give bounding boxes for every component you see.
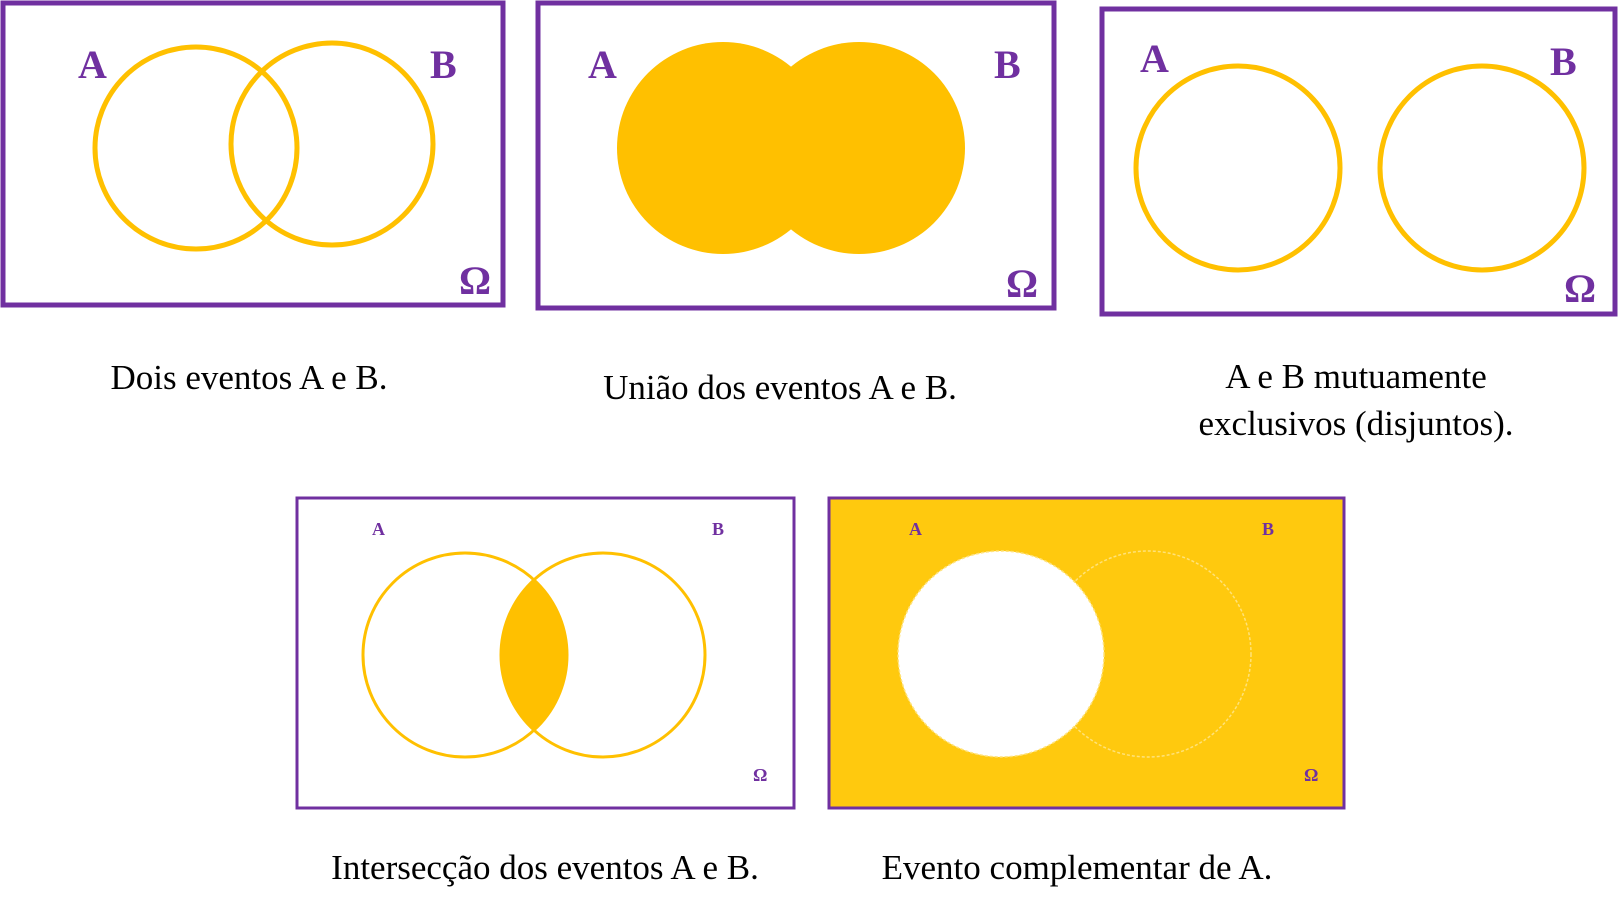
panel-mutually-exclusive: A B Ω	[1099, 6, 1618, 317]
set-b-circle	[499, 551, 707, 759]
universe-label: Ω	[1564, 266, 1596, 311]
set-a-hole	[898, 551, 1104, 757]
set-a-label: A	[372, 519, 385, 539]
caption-union: União dos eventos A e B.	[603, 368, 957, 407]
caption-two-events: Dois eventos A e B.	[110, 358, 387, 397]
set-b-label: B	[712, 519, 724, 539]
panel-union: A B Ω	[535, 0, 1057, 311]
universe-frame	[1099, 6, 1618, 317]
universe-label: Ω	[1304, 765, 1318, 785]
set-a-circle	[361, 551, 569, 759]
set-b-label: B	[430, 42, 457, 87]
set-b-filled	[753, 42, 965, 254]
set-b-label: B	[1550, 39, 1577, 84]
set-a-label: A	[909, 519, 922, 539]
caption-mutually-exclusive-line2: exclusivos (disjuntos).	[1199, 404, 1514, 443]
set-b-circle	[1377, 63, 1587, 273]
panel-intersection: A B Ω	[295, 496, 796, 810]
set-a-label: A	[78, 42, 107, 87]
panel-complement: A B Ω	[827, 496, 1346, 810]
universe-frame	[0, 0, 506, 308]
caption-intersection: Intersecção dos eventos A e B.	[331, 848, 759, 887]
universe-label: Ω	[459, 258, 491, 303]
universe-label: Ω	[1006, 261, 1038, 306]
set-a-circle	[1133, 63, 1343, 273]
set-a-label: A	[1140, 36, 1169, 81]
set-a-circle	[92, 44, 300, 252]
set-a-circle	[897, 550, 1105, 758]
set-b-label: B	[1262, 519, 1274, 539]
set-b-circle	[228, 40, 436, 248]
set-b-label: B	[994, 42, 1021, 87]
caption-mutually-exclusive-line1: A e B mutuamente	[1225, 357, 1486, 396]
set-b-circle	[1044, 550, 1252, 758]
universe-label: Ω	[753, 765, 767, 785]
set-a-label: A	[588, 42, 617, 87]
caption-complement: Evento complementar de A.	[882, 848, 1273, 887]
panel-two-events: A B Ω	[0, 0, 506, 308]
